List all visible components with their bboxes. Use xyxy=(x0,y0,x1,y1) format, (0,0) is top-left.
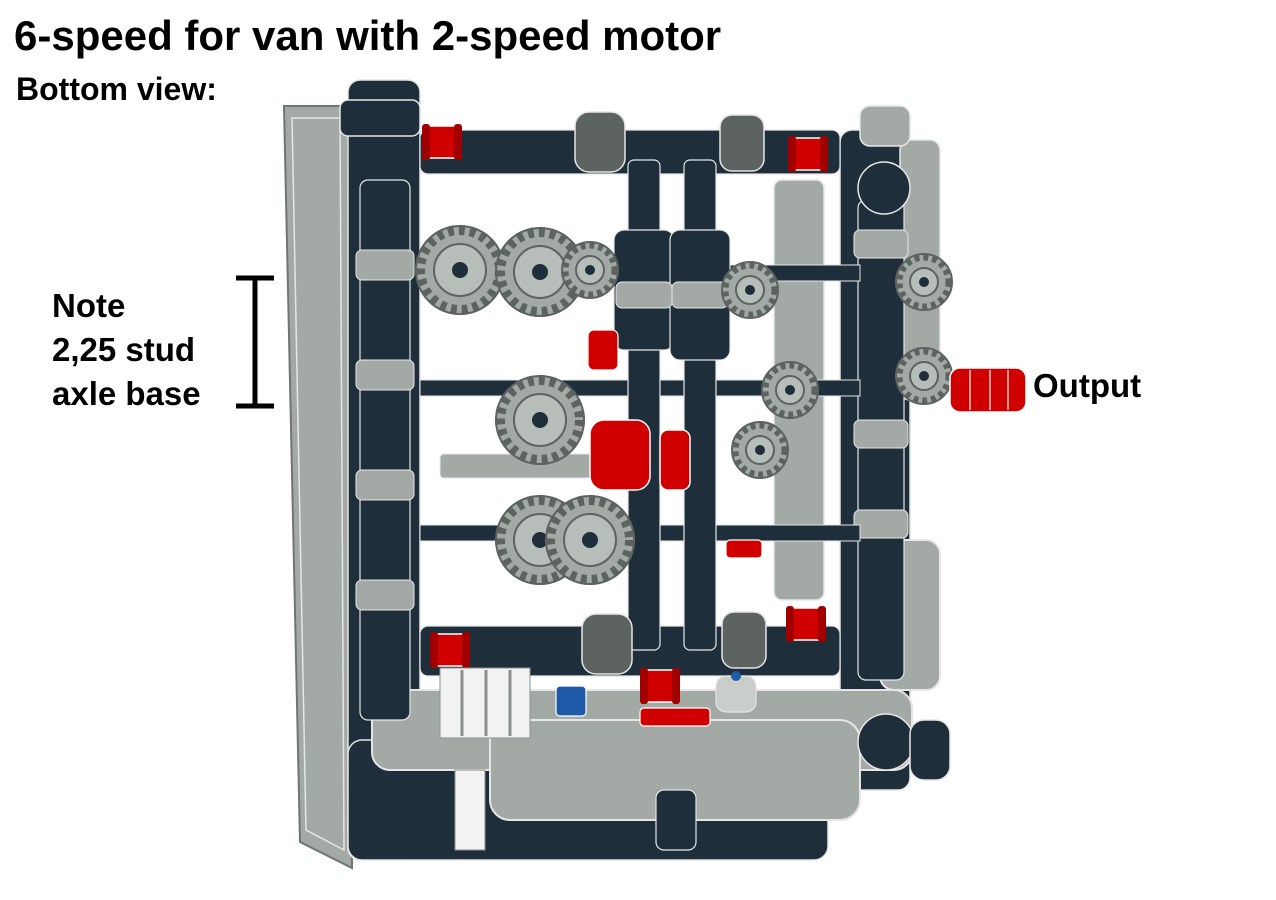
back-plate xyxy=(282,105,354,870)
dark-bushes xyxy=(574,105,951,781)
note-line-3: axle base xyxy=(52,375,201,412)
page-title: 6-speed for van with 2-speed motor xyxy=(14,12,722,59)
center-axles xyxy=(613,159,731,651)
red-parts xyxy=(421,123,829,727)
output-label: Output xyxy=(1033,367,1142,404)
note-annotation: Note 2,25 stud axle base xyxy=(52,284,201,416)
left-axle-stack xyxy=(355,179,415,721)
right-axle-stack xyxy=(853,199,909,681)
liftarms xyxy=(339,99,941,821)
dimension-bracket-icon xyxy=(236,275,274,409)
view-label: Bottom view: xyxy=(16,71,217,107)
output-axle xyxy=(949,367,1027,413)
bottom-details xyxy=(439,667,757,851)
note-line-2: 2,25 stud xyxy=(52,331,196,368)
note-line-1: Note xyxy=(52,287,126,324)
